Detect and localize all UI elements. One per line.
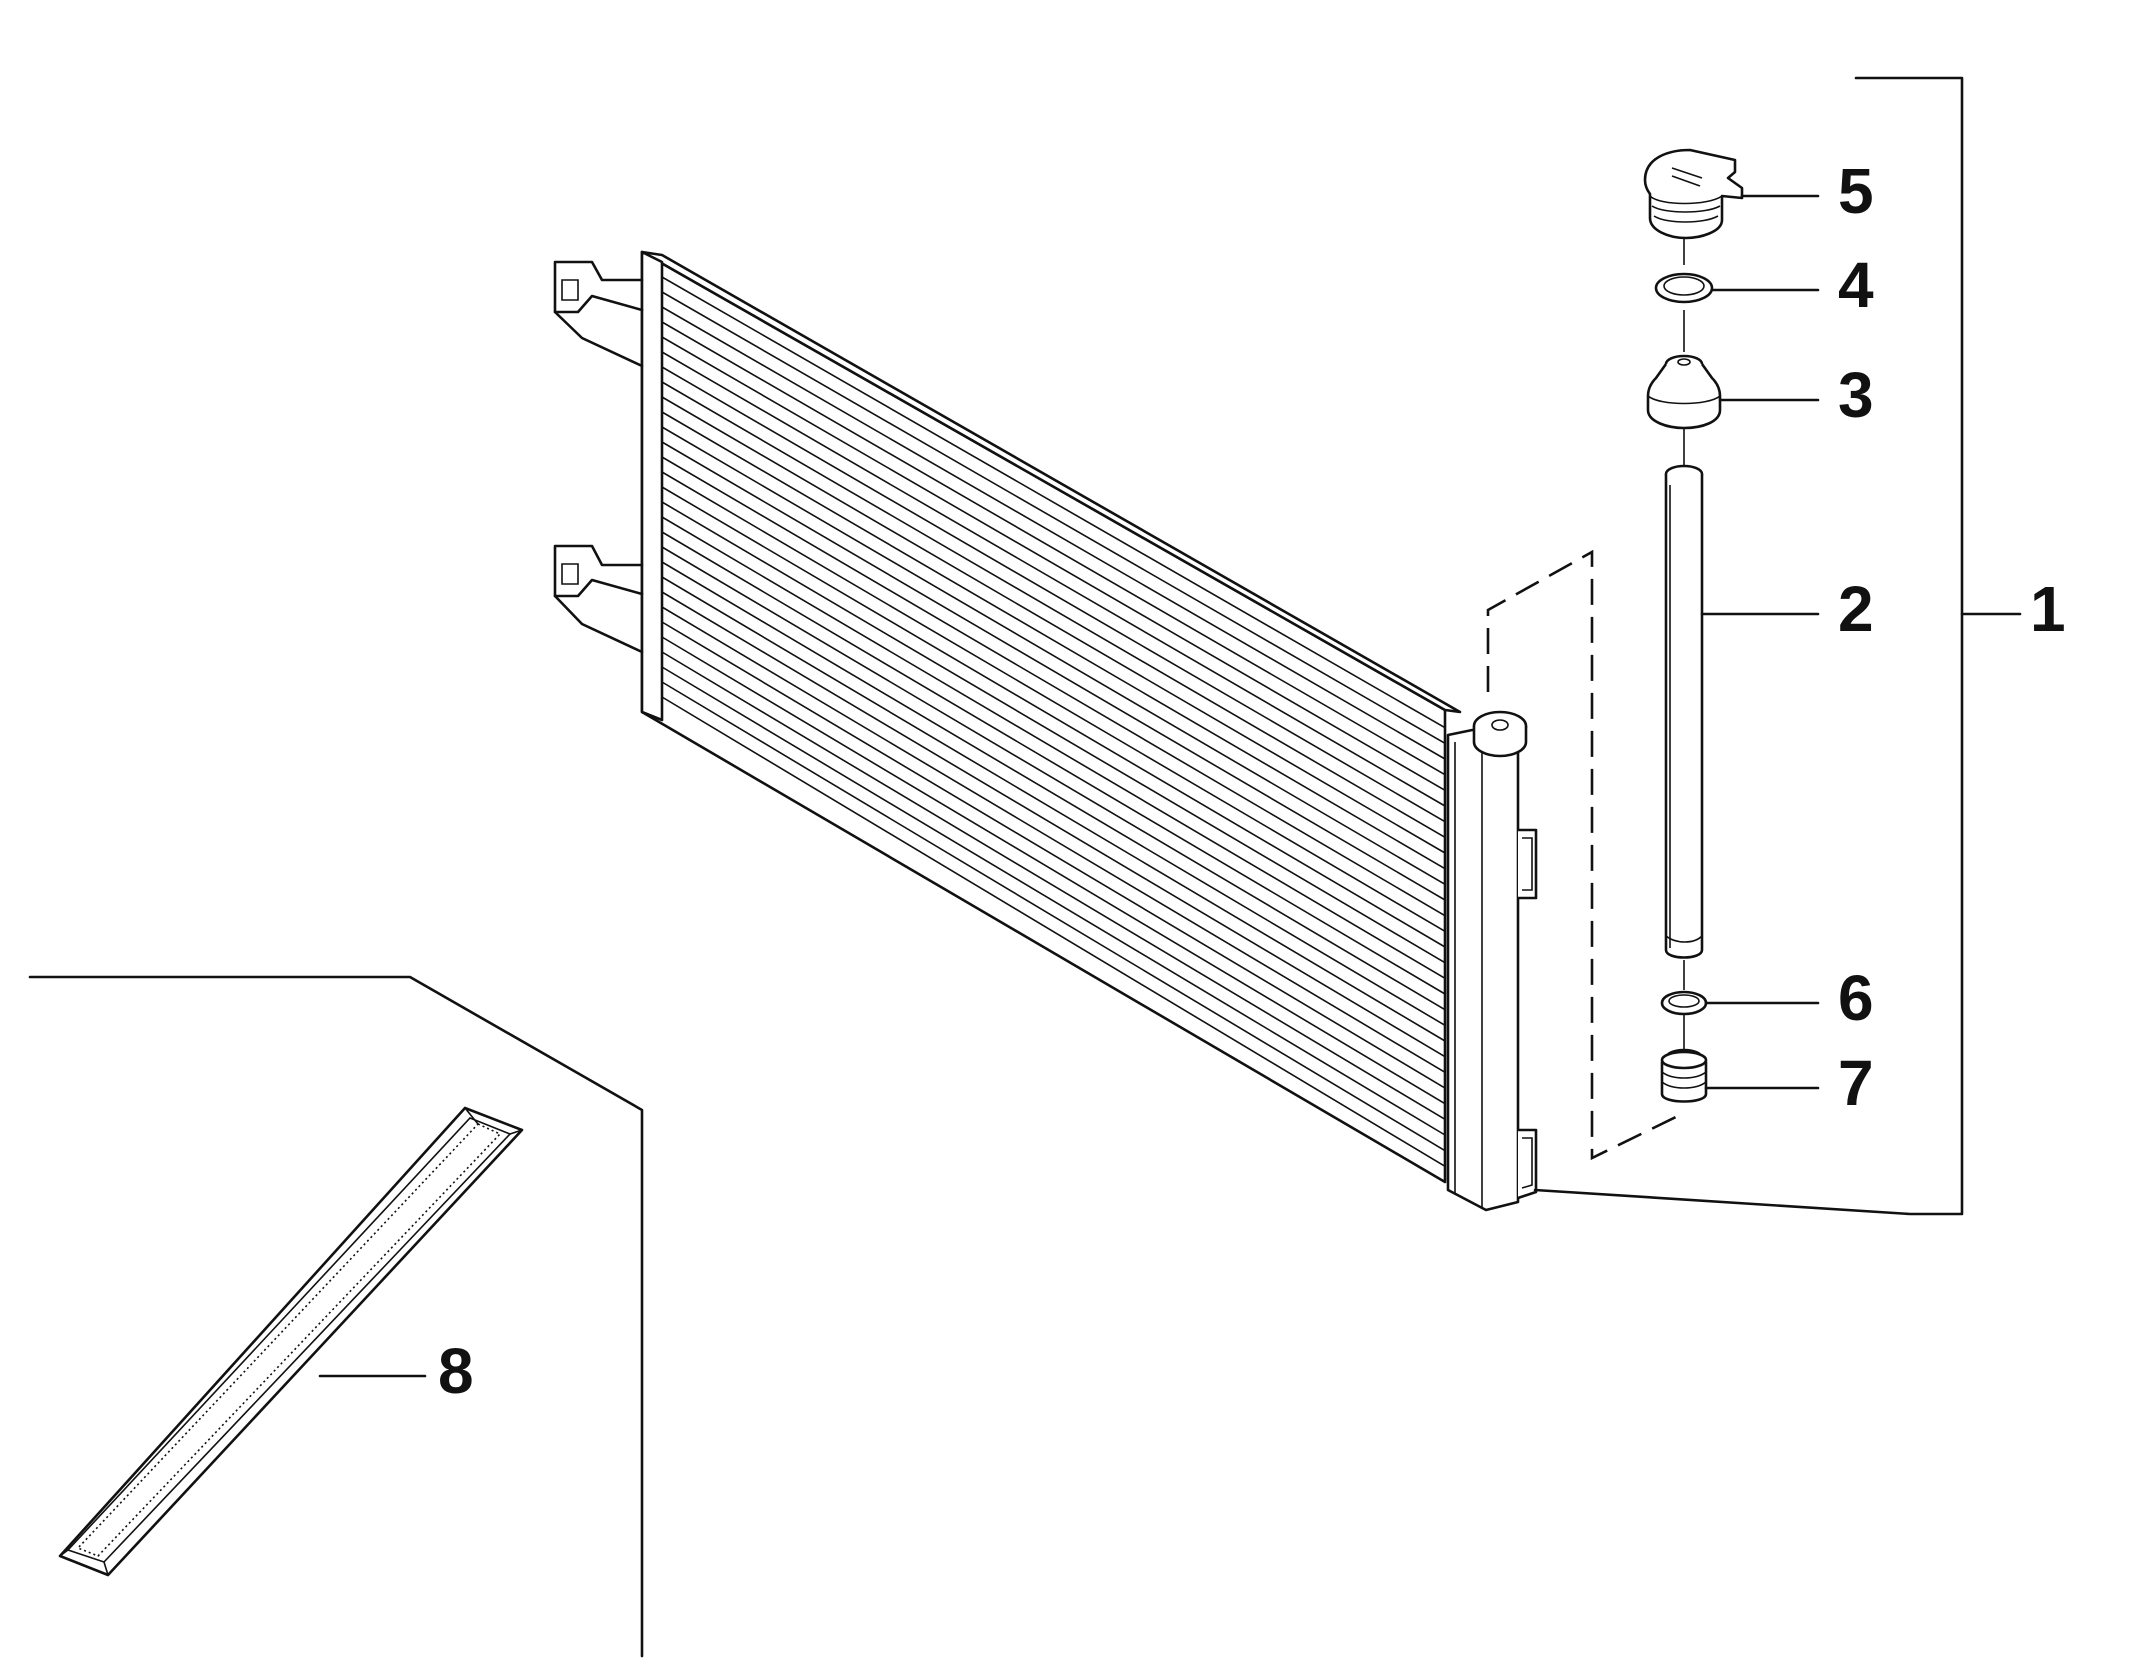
fin-line — [661, 426, 1446, 886]
callout-5: 5 — [1838, 155, 1874, 227]
fin-line — [661, 621, 1446, 1089]
fin-line — [661, 441, 1446, 901]
fin-line — [661, 396, 1446, 854]
fin-line — [661, 531, 1446, 995]
fin-line — [661, 651, 1446, 1121]
assembly-bracket — [1533, 76, 2022, 1216]
fin-line — [661, 381, 1446, 839]
fin-line — [661, 501, 1446, 964]
fin-line — [661, 696, 1446, 1168]
fin-line — [661, 306, 1446, 760]
fin-line — [661, 456, 1446, 917]
fin-line — [661, 291, 1446, 745]
lower-mount-bracket — [553, 544, 644, 654]
fin-line — [661, 321, 1446, 776]
part-3-plug — [1646, 354, 1722, 430]
callout-1: 1 — [2030, 573, 2066, 645]
callout-8: 8 — [438, 1335, 474, 1407]
part-6-o-ring — [1660, 990, 1708, 1016]
callout-7: 7 — [1838, 1047, 1874, 1119]
callout-4: 4 — [1838, 249, 1874, 321]
assembly-dashed-line — [1486, 549, 1681, 1161]
upper-mount-bracket — [553, 260, 644, 368]
leader-lines — [318, 194, 1820, 1378]
fin-line — [661, 516, 1446, 980]
part-5-cap — [1643, 148, 1744, 240]
inset-border — [28, 975, 644, 1658]
condenser-fins — [661, 276, 1446, 1168]
fin-line — [661, 666, 1446, 1136]
fin-line — [661, 561, 1446, 1027]
fin-line — [661, 606, 1446, 1074]
callout-2: 2 — [1838, 573, 1874, 645]
fin-line — [661, 276, 1446, 729]
callout-6: 6 — [1838, 962, 1874, 1034]
callout-3: 3 — [1838, 359, 1874, 431]
condenser-side-tank — [1446, 710, 1538, 1212]
fin-line — [661, 591, 1446, 1058]
fin-line — [661, 546, 1446, 1011]
fin-line — [661, 681, 1446, 1152]
fin-line — [661, 636, 1446, 1105]
condenser-core — [640, 250, 1462, 1184]
fin-line — [661, 486, 1446, 948]
part-7-bottom-plug — [1660, 1048, 1708, 1103]
fin-line — [661, 576, 1446, 1042]
callout-labels: 5 4 3 2 1 6 7 8 — [438, 155, 2066, 1407]
fin-line — [661, 471, 1446, 933]
fin-line — [661, 366, 1446, 823]
part-2-dryer-tube — [1664, 464, 1704, 959]
fin-line — [661, 336, 1446, 792]
fin-line — [661, 411, 1446, 870]
part-4-o-ring — [1654, 272, 1714, 304]
fin-line — [661, 351, 1446, 807]
part-8-dryer-bag — [58, 1106, 524, 1577]
